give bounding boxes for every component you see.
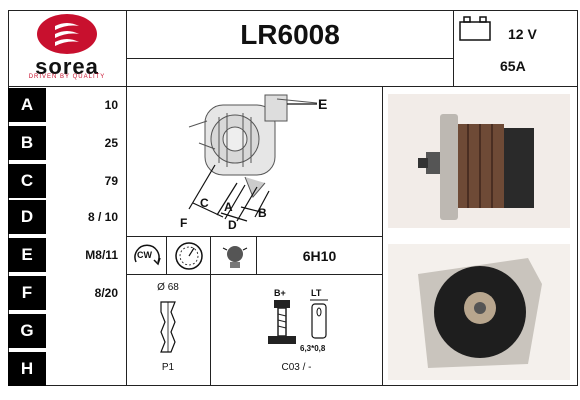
- alternator-front-view-icon: [418, 258, 542, 368]
- divider: [166, 236, 167, 274]
- row-label-h: H: [8, 352, 46, 386]
- row-value-e: M8/11: [85, 248, 118, 262]
- rotation-cw-icon: [134, 244, 161, 266]
- terminal-size: 6,3*0,8: [300, 344, 326, 353]
- divider: [126, 58, 453, 59]
- part-number: LR6008: [240, 19, 340, 50]
- product-photo-side: [388, 94, 570, 228]
- row-label-d: D: [8, 200, 46, 234]
- row-value-b: 25: [104, 136, 118, 150]
- row-value-f: 8/20: [94, 286, 118, 300]
- terminal-lt-label: LT: [311, 288, 322, 298]
- pulley-type: P1: [161, 362, 175, 373]
- row-label-f: F: [8, 276, 46, 310]
- terminal-bolt-icon: [268, 300, 296, 344]
- row-label-e: E: [8, 238, 46, 272]
- divider: [126, 10, 127, 386]
- divider: [126, 274, 382, 275]
- amperage-value: 65A: [500, 58, 526, 74]
- diagram-label-d: D: [228, 218, 237, 232]
- divider: [382, 86, 383, 386]
- row-label-b: B: [8, 126, 46, 160]
- alternator-orientation-icon: [222, 246, 248, 268]
- alternator-side-view-icon: [418, 114, 534, 220]
- divider: [8, 86, 578, 87]
- sheet-frame: [8, 10, 578, 386]
- brand-name: sorea: [35, 54, 99, 79]
- diagram-label-a: A: [224, 200, 233, 214]
- diagram-label-f: F: [180, 216, 188, 230]
- terminal-spade-icon: [310, 299, 328, 339]
- row-label-g: G: [8, 314, 46, 348]
- diagram-label-c: C: [200, 196, 209, 210]
- divider: [453, 10, 454, 86]
- row-value-d: 8 / 10: [87, 210, 118, 224]
- row-label-a: A: [8, 88, 46, 122]
- brand-logo: sorea DRIVEN BY QUALITY: [10, 12, 124, 84]
- brand-tagline: DRIVEN BY QUALITY: [28, 74, 106, 80]
- diagram-label-b: B: [258, 206, 267, 220]
- divider: [256, 236, 257, 274]
- pulley-profile-icon: [160, 301, 176, 353]
- clock-position: 6H10: [302, 247, 337, 264]
- alternator-line-drawing: [188, 94, 318, 222]
- row-value-c: 79: [104, 174, 118, 188]
- clock-gauge-icon: [175, 242, 203, 270]
- battery-icon: [459, 16, 491, 41]
- pulley-diameter: Ø 68: [157, 282, 179, 293]
- row-value-h: [46, 352, 124, 386]
- diagram-label-e: E: [318, 96, 328, 112]
- row-value-a: 10: [104, 98, 118, 112]
- row-label-c: C: [8, 164, 46, 198]
- divider: [126, 236, 382, 237]
- connector-code: C03 / -: [281, 362, 312, 373]
- sorea-emblem-icon: [37, 14, 97, 54]
- rotation-direction: CW: [137, 250, 152, 260]
- divider: [210, 236, 211, 386]
- terminal-b-label: B+: [274, 288, 286, 298]
- voltage-value: 12 V: [508, 26, 537, 42]
- row-value-g: [46, 314, 124, 348]
- product-photo-front: [388, 244, 570, 380]
